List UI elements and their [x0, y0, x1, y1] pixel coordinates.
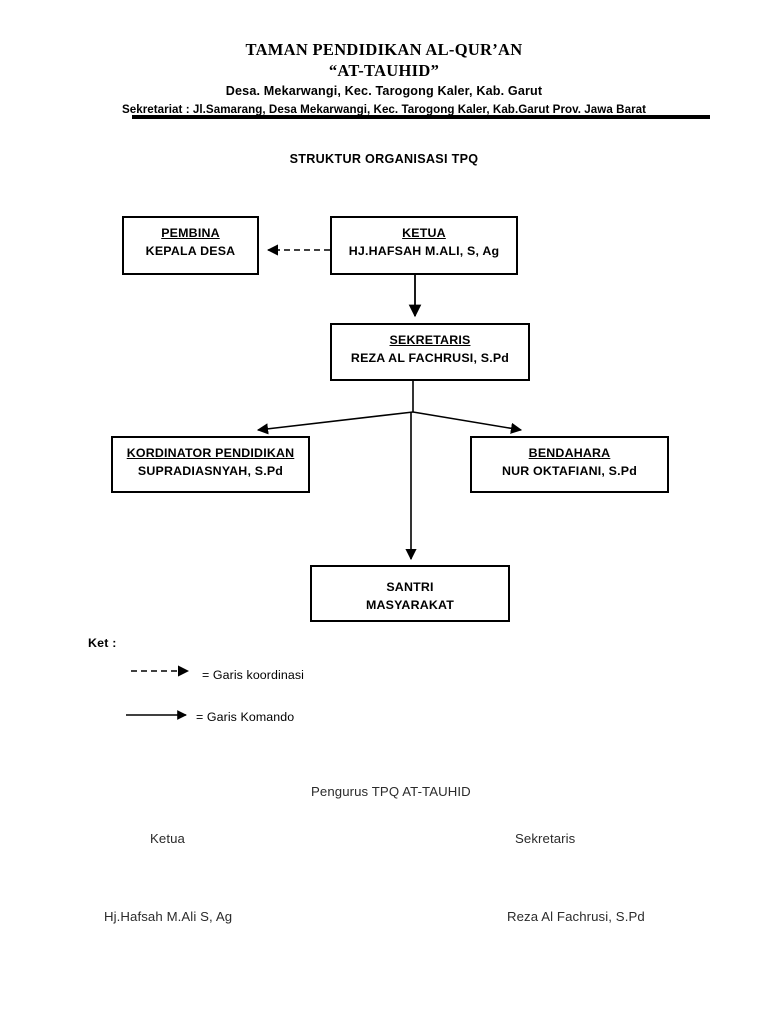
org-box-bendahara: BENDAHARA NUR OKTAFIANI, S.Pd [470, 436, 669, 493]
letterhead-divider-rule [132, 115, 710, 119]
signature-left-role: Ketua [150, 831, 185, 846]
signature-right-name: Reza Al Fachrusi, S.Pd [507, 909, 645, 924]
org-box-ketua-role: KETUA [402, 226, 446, 240]
org-box-pembina: PEMBINA KEPALA DESA [122, 216, 259, 275]
letterhead-secretariat-address: Sekretariat : Jl.Samarang, Desa Mekarwan… [121, 103, 647, 116]
org-box-ketua-person: HJ.HAFSAH M.ALI, S, Ag [348, 244, 500, 258]
signature-right-role: Sekretaris [515, 831, 576, 846]
org-box-kordinator-role: KORDINATOR PENDIDIKAN [126, 446, 295, 460]
connector-sekretaris-to-kordinator [256, 411, 414, 435]
signature-heading: Pengurus TPQ AT-TAUHID [311, 784, 471, 799]
org-box-santri-masyarakat: SANTRI MASYARAKAT [310, 565, 510, 622]
letterhead-institution-name: TAMAN PENDIDIKAN AL-QUR’AN [245, 40, 523, 59]
org-box-sekretaris-role: SEKRETARIS [389, 333, 471, 347]
org-box-ketua: KETUA HJ.HAFSAH M.ALI, S, Ag [330, 216, 518, 275]
org-box-kordinator-person: SUPRADIASNYAH, S.Pd [137, 464, 284, 478]
letterhead-institution-alias: “AT-TAUHID” [328, 61, 440, 80]
org-box-kordinator-pendidikan: KORDINATOR PENDIDIKAN SUPRADIASNYAH, S.P… [111, 436, 310, 493]
connector-sekretaris-to-bendahara [412, 411, 523, 434]
org-box-sekretaris-person: REZA AL FACHRUSI, S.Pd [350, 351, 510, 365]
legend-title: Ket : [88, 636, 117, 650]
org-box-bendahara-role: BENDAHARA [528, 446, 611, 460]
legend-label-komando: = Garis Komando [196, 710, 295, 724]
org-box-santri-person: MASYARAKAT [365, 598, 455, 612]
signature-left-name: Hj.Hafsah M.Ali S, Ag [104, 909, 233, 924]
org-box-santri-role: SANTRI [386, 580, 434, 594]
org-box-pembina-person: KEPALA DESA [145, 244, 236, 258]
letterhead-village-address: Desa. Mekarwangi, Kec. Tarogong Kaler, K… [225, 84, 543, 98]
org-box-pembina-role: PEMBINA [161, 226, 220, 240]
legend-label-koordinasi: = Garis koordinasi [202, 668, 305, 682]
org-box-bendahara-person: NUR OKTAFIANI, S.Pd [501, 464, 638, 478]
org-box-sekretaris: SEKRETARIS REZA AL FACHRUSI, S.Pd [330, 323, 530, 381]
page-title: STRUKTUR ORGANISASI TPQ [289, 152, 479, 166]
letterhead: TAMAN PENDIDIKAN AL-QUR’AN “AT-TAUHID” D… [0, 40, 768, 119]
